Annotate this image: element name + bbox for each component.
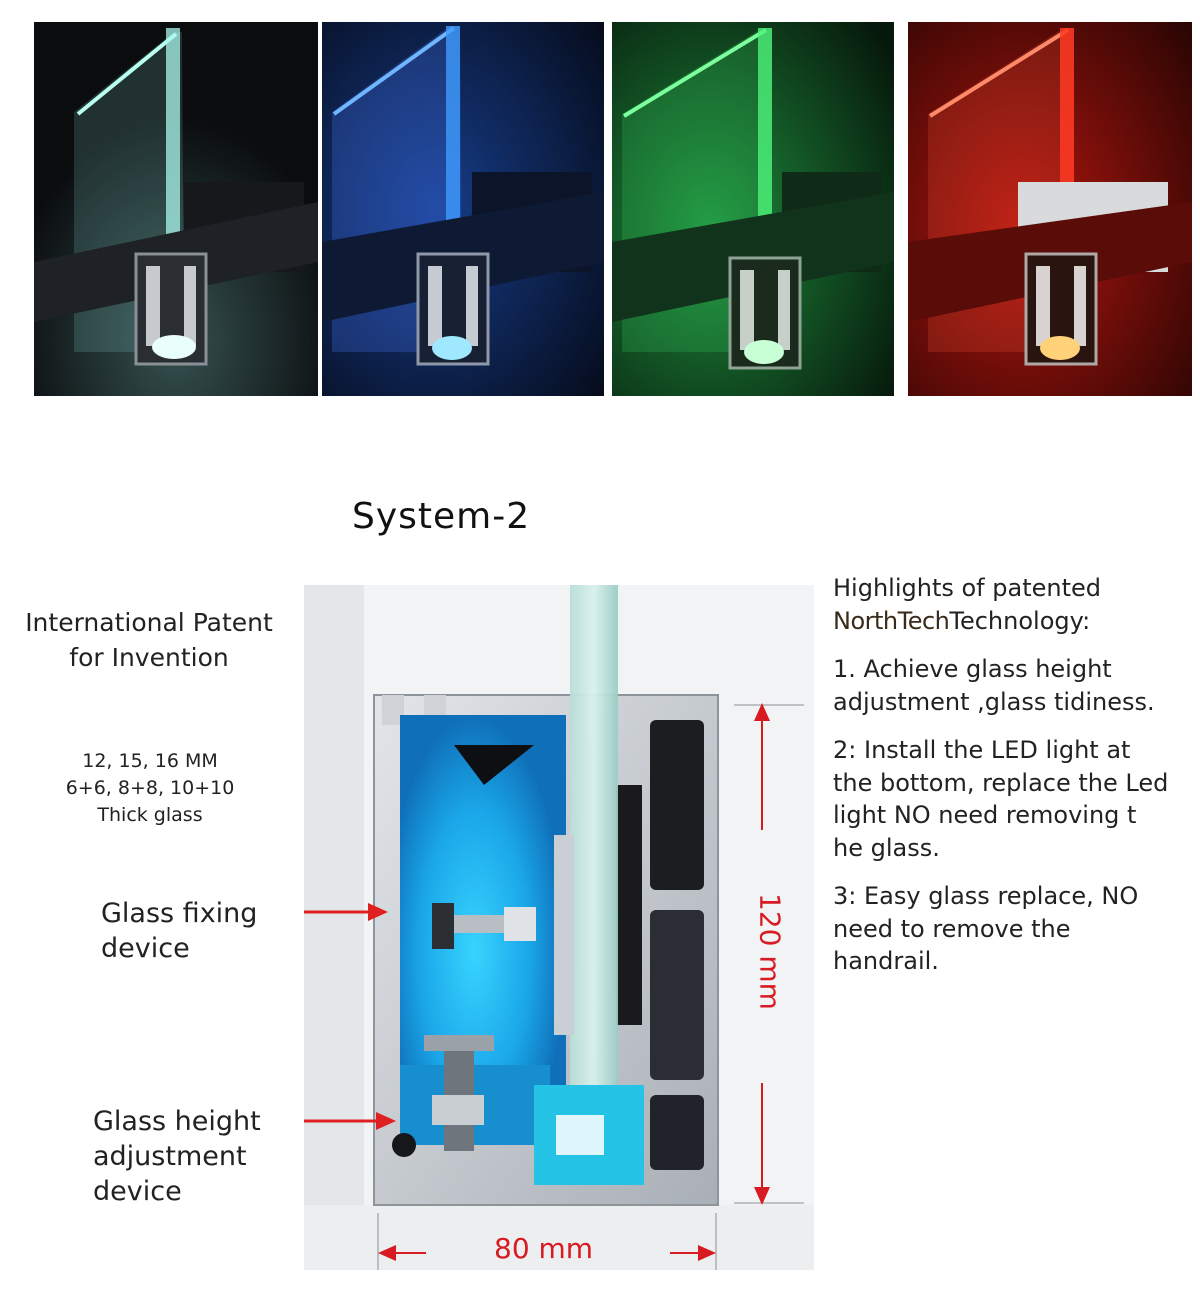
brand-name: NorthTech [833,606,950,635]
fixing-line-2: device [101,933,190,964]
item2-line-3: light NO need removing t [833,801,1137,829]
patent-label: International Patent for Invention [0,605,298,675]
photo-white-light [34,22,318,396]
highlight-item-2: 2: Install the LED light at the bottom, … [833,734,1195,864]
patent-line-1: International Patent [25,608,273,637]
height-dimension-label: 120 mm [753,893,787,1010]
height-line-1: Glass height [93,1106,261,1137]
photo-blue-light [322,22,604,396]
photo-red-light [908,22,1192,396]
spec-line-3: Thick glass [97,804,203,826]
item3-line-1: 3: Easy glass replace, NO [833,882,1139,910]
glass-rail-white-image [34,22,318,396]
highlights-heading: Highlights of patented NorthTechTechnolo… [833,572,1195,637]
highlight-item-3: 3: Easy glass replace, NO need to remove… [833,880,1195,978]
item1-line-2: adjustment ,glass tidiness. [833,687,1155,716]
item2-line-1: 2: Install the LED light at [833,736,1131,764]
item1-line-1: 1. Achieve glass height [833,655,1112,683]
height-line-2: adjustment [93,1141,247,1172]
glass-rail-blue-image [322,22,604,396]
spec-line-1: 12, 15, 16 MM [82,750,218,772]
highlights-panel: Highlights of patented NorthTechTechnolo… [833,572,1195,994]
section-title: System-2 [352,496,531,537]
glass-fixing-device-label: Glass fixing device [101,896,257,966]
highlights-heading-line-1: Highlights of patented [833,574,1101,602]
item2-line-2: the bottom, replace the Led [833,768,1169,797]
fixing-line-1: Glass fixing [101,898,258,929]
glass-rail-green-image [612,22,894,396]
item3-line-2: need to remove the [833,914,1071,943]
glass-height-adjustment-label: Glass height adjustment device [93,1104,261,1209]
glass-thickness-specs: 12, 15, 16 MM 6+6, 8+8, 10+10 Thick glas… [0,748,300,829]
item3-line-3: handrail. [833,947,939,975]
photo-green-light [612,22,894,396]
height-line-3: device [93,1176,182,1207]
highlights-heading-rest: Technology: [949,606,1091,635]
spec-line-2: 6+6, 8+8, 10+10 [65,777,235,799]
highlight-item-1: 1. Achieve glass height adjustment ,glas… [833,653,1195,718]
item2-line-4: he glass. [833,833,940,862]
aluminium-profile-image [304,585,814,1270]
width-dimension-label: 80 mm [494,1232,594,1265]
patent-line-2: for Invention [69,643,229,672]
profile-cross-section-diagram [304,585,814,1270]
glass-rail-red-image [908,22,1192,396]
